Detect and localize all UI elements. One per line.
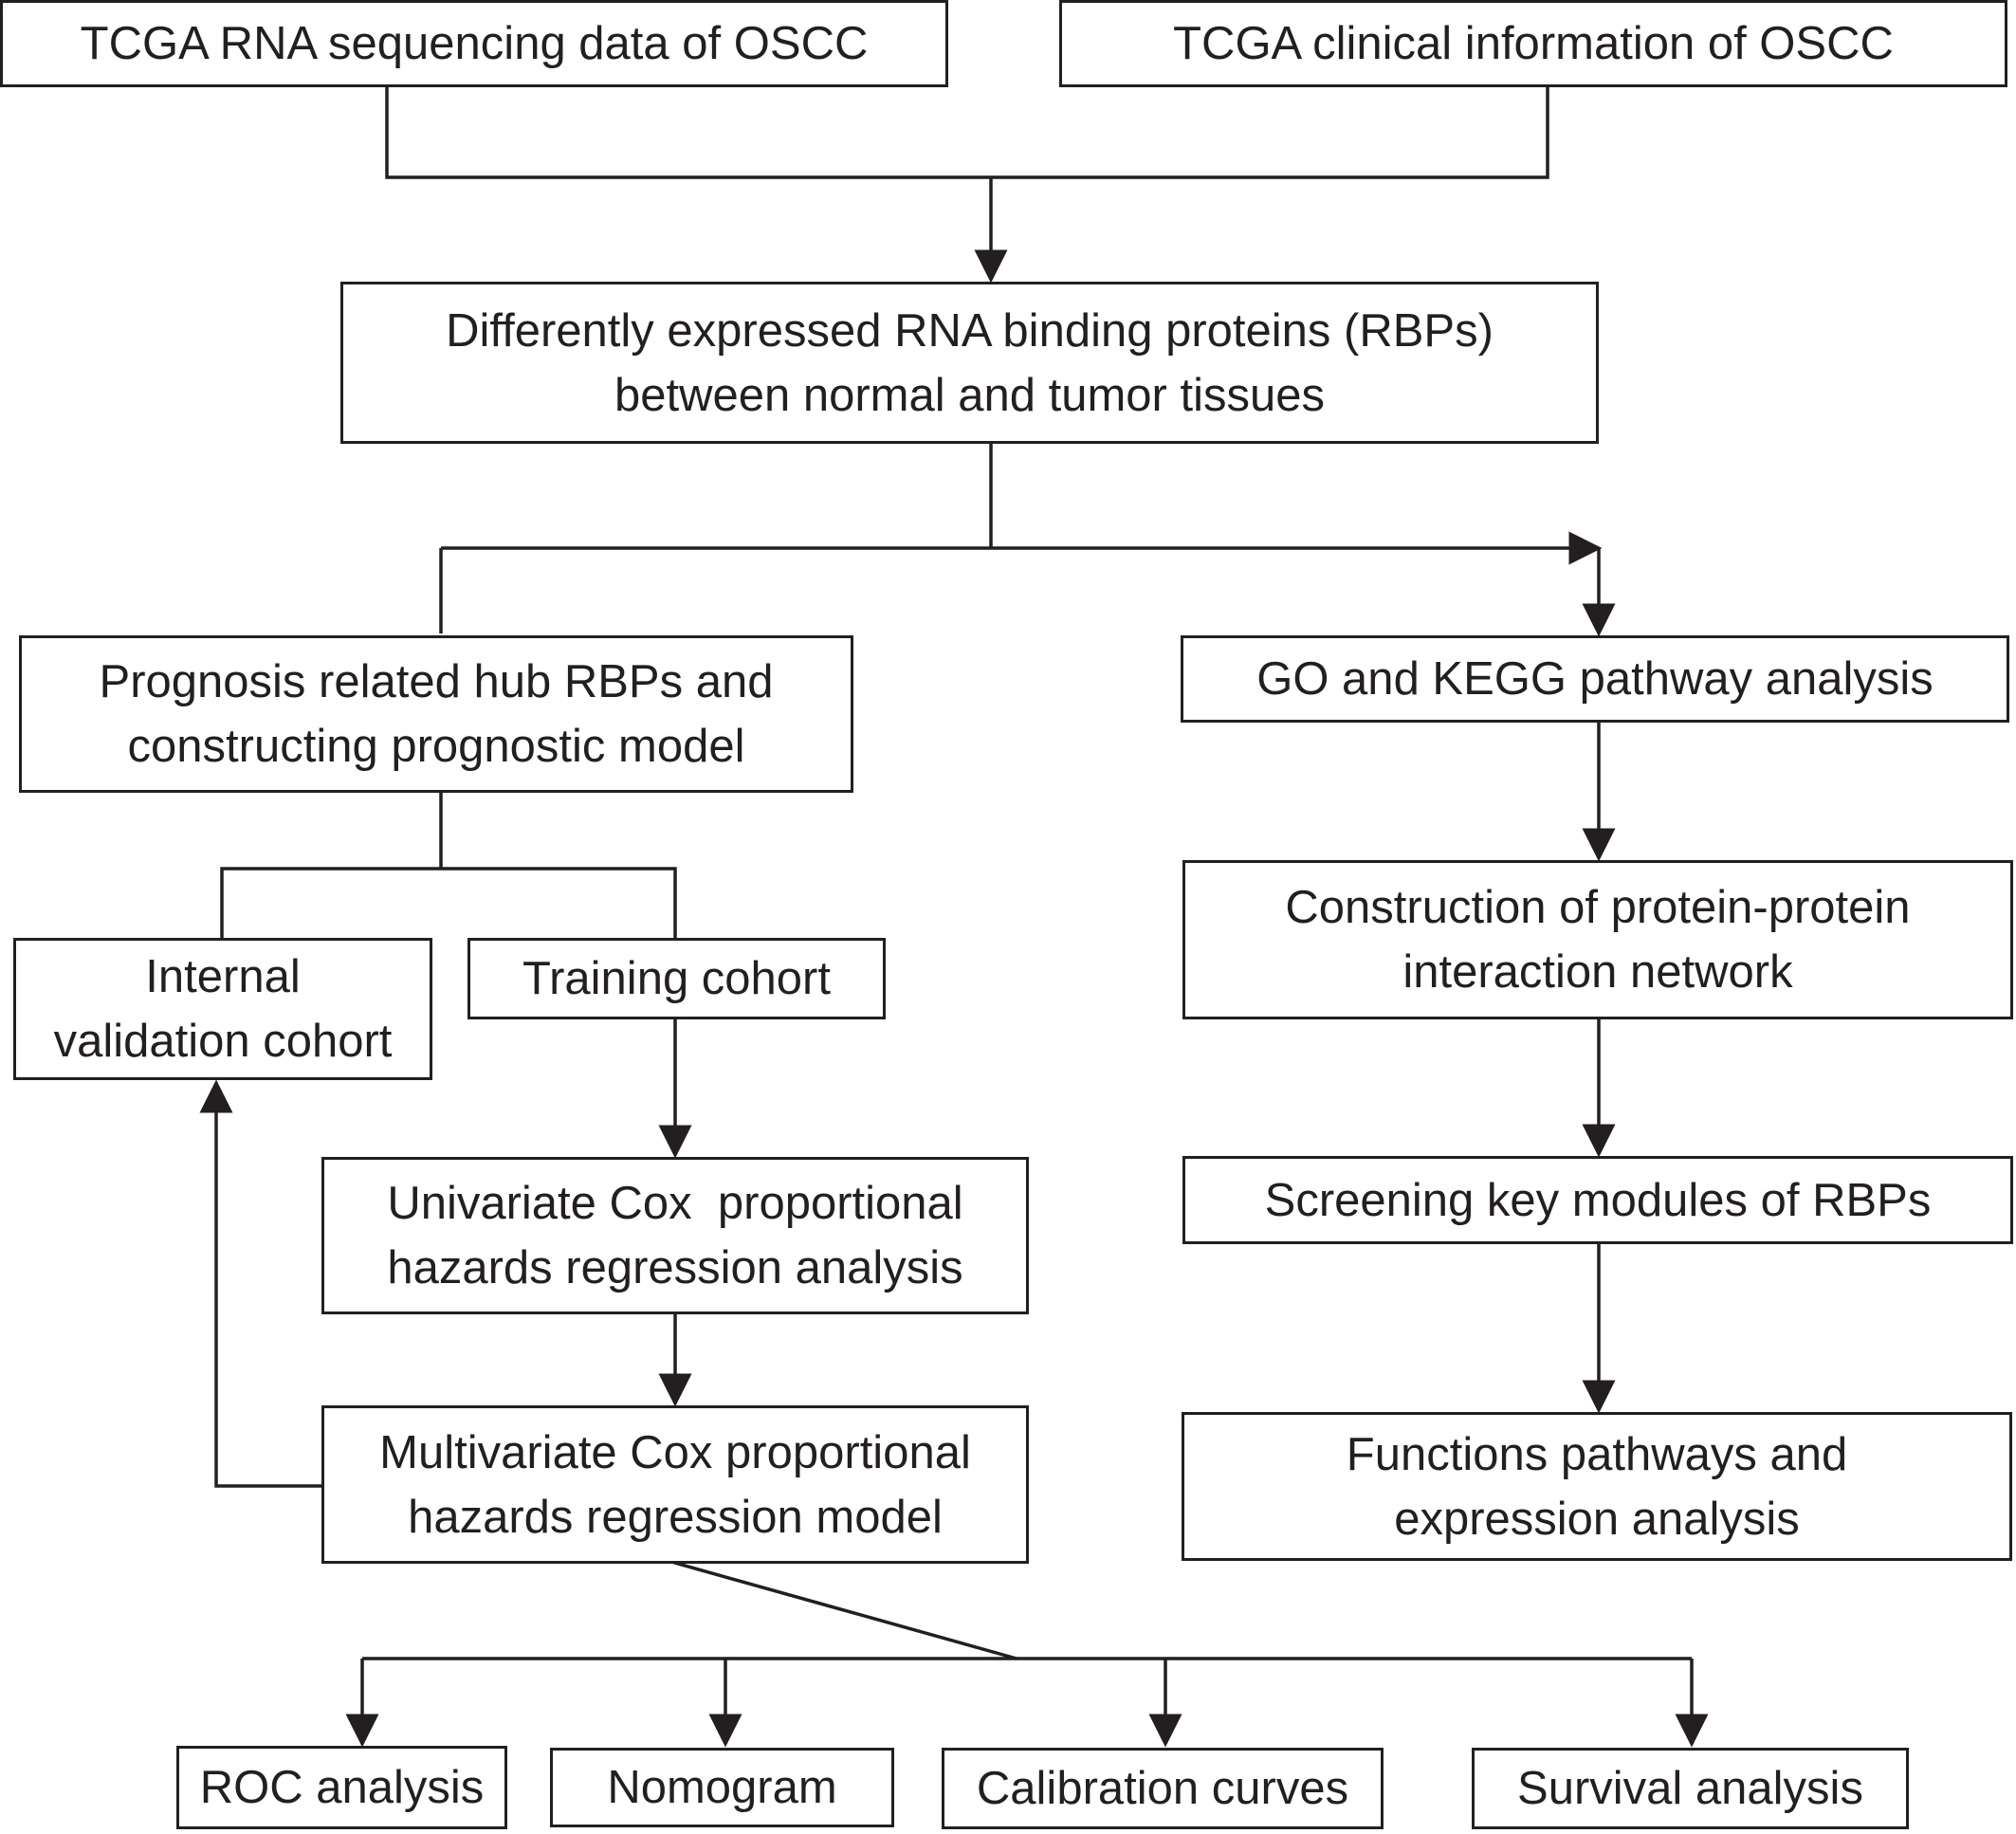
box-protein-protein-network: Construction of protein-protein interact…	[1182, 860, 2013, 1019]
box-survival-analysis: Survival analysis	[1472, 1748, 1909, 1829]
box-roc-analysis: ROC analysis	[176, 1746, 507, 1829]
box-calibration-curves: Calibration curves	[942, 1748, 1384, 1829]
box-prognosis-model: Prognosis related hub RBPs and construct…	[19, 635, 853, 793]
box-functions-pathways: Functions pathways and expression analys…	[1182, 1412, 2012, 1561]
box-functions-pathways-line-1: Functions pathways and	[1346, 1428, 1848, 1480]
box-screening-key-modules-line-1: Screening key modules of RBPs	[1264, 1174, 1932, 1226]
box-training-cohort: Training cohort	[467, 938, 886, 1019]
box-go-kegg-analysis: GO and KEGG pathway analysis	[1181, 635, 2009, 723]
box-rna-sequencing-line-1: TCGA RNA sequencing data of OSCC	[80, 18, 869, 69]
box-clinical-information: TCGA clinical information of OSCC	[1059, 0, 2007, 87]
connector-prognosis-split	[220, 791, 677, 940]
box-protein-protein-network-line-1: Construction of protein-protein	[1285, 882, 1911, 933]
box-clinical-information-line-1: TCGA clinical information of OSCC	[1173, 18, 1894, 69]
box-differently-expressed-rbps: Differently expressed RNA binding protei…	[340, 282, 1599, 444]
box-univariate-cox-line-1: Univariate Cox proportional	[387, 1178, 963, 1229]
box-rna-sequencing: TCGA RNA sequencing data of OSCC	[0, 0, 948, 87]
box-nomogram: Nomogram	[550, 1748, 894, 1827]
box-multivariate-cox-line-2: hazards regression model	[408, 1491, 943, 1543]
arrow-to-internal-validation	[199, 1079, 323, 1488]
box-multivariate-cox: Multivariate Cox proportional hazards re…	[321, 1405, 1029, 1564]
box-prognosis-model-line-1: Prognosis related hub RBPs and	[99, 656, 774, 707]
box-differently-expressed-rbps-line-2: between normal and tumor tissues	[614, 369, 1325, 421]
box-multivariate-cox-line-1: Multivariate Cox proportional	[379, 1426, 971, 1478]
arrow-to-prognosis	[439, 548, 1599, 633]
box-internal-validation-cohort-line-1: Internal	[145, 951, 301, 1002]
box-functions-pathways-line-2: expression analysis	[1394, 1493, 1800, 1545]
box-calibration-curves-line-1: Calibration curves	[976, 1763, 1349, 1814]
box-go-kegg-analysis-line-1: GO and KEGG pathway analysis	[1256, 653, 1934, 705]
box-prognosis-model-line-2: constructing prognostic model	[127, 721, 745, 772]
box-training-cohort-line-1: Training cohort	[522, 953, 831, 1004]
connector-multivariate-to-outputs	[670, 1560, 1017, 1660]
box-univariate-cox-line-2: hazards regression analysis	[387, 1242, 963, 1293]
box-univariate-cox: Univariate Cox proportional hazards regr…	[321, 1157, 1029, 1314]
box-internal-validation-cohort: Internal validation cohort	[13, 938, 432, 1080]
box-internal-validation-cohort-line-2: validation cohort	[53, 1016, 393, 1067]
connector-top-merge	[385, 85, 1549, 179]
box-protein-protein-network-line-2: interaction network	[1402, 946, 1793, 998]
box-roc-analysis-line-1: ROC analysis	[199, 1762, 485, 1813]
box-survival-analysis-line-1: Survival analysis	[1517, 1763, 1863, 1814]
box-nomogram-line-1: Nomogram	[607, 1762, 837, 1813]
box-screening-key-modules: Screening key modules of RBPs	[1182, 1156, 2013, 1244]
box-differently-expressed-rbps-line-1: Differently expressed RNA binding protei…	[446, 304, 1494, 357]
